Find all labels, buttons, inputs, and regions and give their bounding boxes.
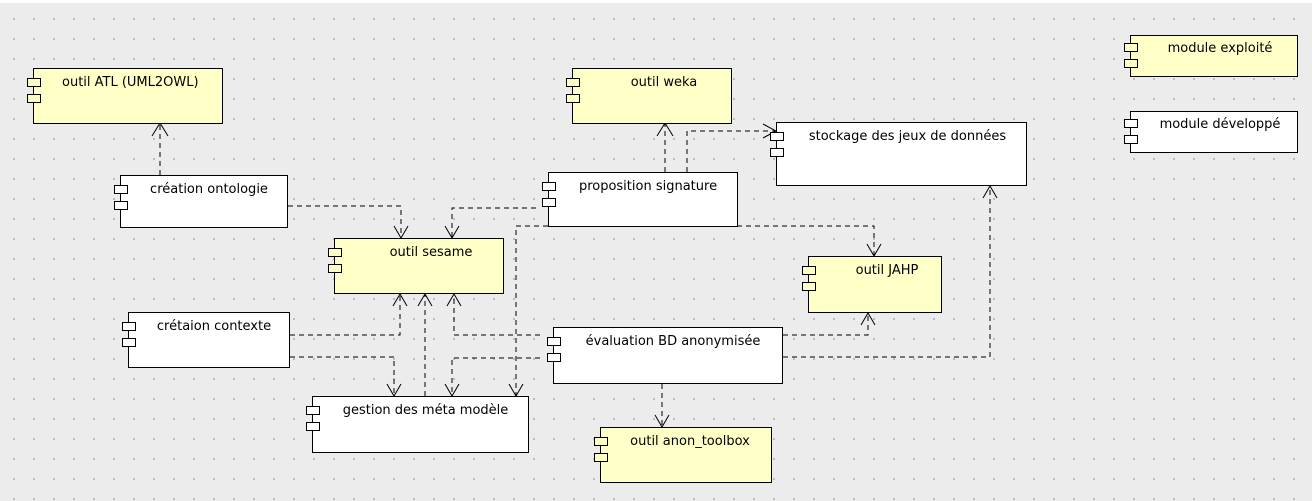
component-evaluation-bd[interactable]: évaluation BD anonymisée — [547, 327, 783, 384]
component-label: outil JAHP — [855, 263, 919, 278]
edge-proposition-to-stockage — [686, 130, 775, 172]
top-frame-line — [0, 0, 1312, 3]
legend-label-exploited: module exploité — [1167, 41, 1273, 56]
component-stockage[interactable]: stockage des jeux de données — [770, 122, 1027, 186]
edge-proposition-to-sesame — [451, 207, 536, 238]
component-outil-jahp[interactable]: outil JAHP — [802, 256, 942, 313]
component-icon — [566, 78, 580, 106]
edge-evaluation-to-sesame — [453, 294, 540, 336]
edge-creation-ontologie-to-sesame — [288, 205, 402, 238]
component-label: crétaion contexte — [156, 319, 272, 334]
edge-evaluation-to-stockage — [783, 186, 991, 358]
edge-evaluation-to-jahp — [783, 313, 869, 336]
component-icon — [1124, 119, 1138, 147]
component-icon — [802, 266, 816, 294]
component-outil-atl[interactable]: outil ATL (UML2OWL) — [27, 68, 223, 124]
component-label: outil weka — [630, 75, 698, 90]
arrowhead-stockage-2 — [982, 185, 998, 199]
component-creation-ontologie[interactable]: création ontologie — [114, 175, 288, 228]
component-icon — [27, 78, 41, 106]
arrowhead-jahp-2 — [860, 312, 876, 326]
component-icon — [328, 248, 342, 276]
component-outil-anon[interactable]: outil anon_toolbox — [594, 427, 772, 483]
component-icon — [547, 337, 561, 365]
arrowhead-sesame-4 — [417, 293, 433, 307]
component-proposition-signature[interactable]: proposition signature — [542, 172, 738, 227]
component-outil-weka[interactable]: outil weka — [566, 68, 732, 124]
component-icon — [594, 437, 608, 465]
component-creation-contexte[interactable]: crétaion contexte — [122, 312, 290, 368]
legend-label-developed: module développé — [1159, 117, 1281, 132]
component-label: création ontologie — [150, 182, 268, 197]
component-icon — [122, 322, 136, 350]
legend-module-exploite: module exploité — [1124, 35, 1298, 77]
component-icon — [770, 132, 784, 160]
component-label: outil ATL (UML2OWL) — [62, 75, 199, 90]
component-label: gestion des méta modèle — [342, 403, 509, 418]
component-label: outil anon_toolbox — [630, 434, 750, 449]
arrowhead-sesame-5 — [446, 293, 462, 307]
component-icon — [114, 185, 128, 213]
component-icon — [1124, 43, 1138, 71]
arrowhead-sesame-3 — [392, 293, 408, 307]
legend-module-developpe: module développé — [1124, 111, 1298, 153]
edge-evaluation-to-gestion — [451, 357, 540, 396]
component-label: évaluation BD anonymisée — [585, 334, 761, 349]
edge-proposition-to-gestion — [515, 225, 548, 396]
component-label: proposition signature — [578, 179, 718, 194]
component-gestion-meta[interactable]: gestion des méta modèle — [306, 396, 529, 453]
edge-contexte-to-gestion — [290, 356, 395, 396]
component-icon — [542, 182, 556, 210]
edge-contexte-to-sesame — [290, 294, 401, 336]
component-icon — [306, 406, 320, 434]
component-outil-sesame[interactable]: outil sesame — [328, 238, 504, 294]
component-label: outil sesame — [389, 245, 473, 260]
edge-proposition-to-jahp — [737, 225, 875, 256]
component-label: stockage des jeux de données — [808, 129, 1007, 144]
